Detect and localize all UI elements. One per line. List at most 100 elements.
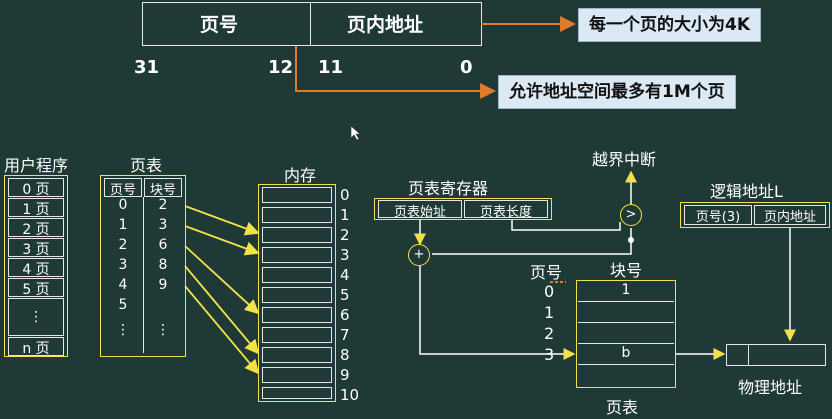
arrow-max-pages bbox=[295, 46, 496, 99]
line-length-to-compare bbox=[511, 220, 621, 231]
right-pt-entry-0: 1 bbox=[578, 282, 674, 302]
memory-index-10: 10 bbox=[340, 386, 360, 404]
pt-page-ellipsis: ⋮ bbox=[116, 322, 130, 338]
max-pages-callout: 允许地址空间最多有1M个页 bbox=[498, 75, 736, 109]
page-size-callout: 每一个页的大小为4K bbox=[578, 8, 762, 42]
user-page-ellipsis: ⋮ bbox=[8, 298, 64, 336]
user-program-title: 用户程序 bbox=[4, 156, 69, 175]
pt-page-3: 3 bbox=[118, 257, 128, 273]
right-pt-col-block: 块号 bbox=[610, 261, 643, 280]
pt-page-1: 1 bbox=[118, 217, 128, 233]
page-offset-field: 页内地址 bbox=[347, 14, 424, 36]
arrow-page2 bbox=[184, 245, 260, 315]
memory-title: 内存 bbox=[284, 166, 317, 185]
pt-page-4: 4 bbox=[118, 277, 128, 293]
line-adder-to-entry bbox=[419, 266, 576, 360]
memory-index-1: 1 bbox=[340, 206, 350, 224]
pt-page-2: 2 bbox=[118, 237, 128, 253]
junction-dot bbox=[628, 237, 634, 243]
bit-12-label: 12 bbox=[268, 57, 294, 78]
logical-offset-field: 页内地址 bbox=[754, 205, 826, 225]
logical-page-field: 页号(3) bbox=[684, 205, 752, 225]
compare-circle: > bbox=[620, 204, 642, 226]
bit-31-label: 31 bbox=[134, 57, 160, 78]
memory-box bbox=[258, 184, 336, 402]
physical-address-divider bbox=[748, 344, 749, 366]
user-page-3: 3 页 bbox=[8, 238, 64, 258]
page-table-header-block: 块号 bbox=[144, 178, 182, 198]
memory-index-4: 4 bbox=[340, 266, 350, 284]
register-title: 页表寄存器 bbox=[408, 179, 489, 198]
physical-address-box bbox=[726, 344, 826, 366]
user-page-2: 2 页 bbox=[8, 218, 64, 238]
logical-address-box bbox=[680, 202, 830, 228]
bit-11-label: 11 bbox=[318, 57, 344, 78]
right-pt-row-3: 3 bbox=[544, 345, 555, 364]
user-page-5: 5 页 bbox=[8, 278, 64, 298]
pt-block-ellipsis: ⋮ bbox=[156, 322, 170, 338]
page-number-field: 页号 bbox=[200, 14, 239, 36]
pt-block-4: 9 bbox=[158, 277, 168, 293]
right-pt-entry-2 bbox=[578, 324, 674, 344]
pt-block-0: 2 bbox=[158, 197, 168, 213]
pt-block-2: 6 bbox=[158, 237, 168, 253]
interrupt-label: 越界中断 bbox=[592, 150, 657, 169]
memory-index-9: 9 bbox=[340, 366, 350, 384]
memory-index-8: 8 bbox=[340, 346, 350, 364]
user-page-0: 0 页 bbox=[8, 178, 64, 198]
memory-block-9 bbox=[262, 367, 332, 383]
right-pt-row-0: 0 bbox=[544, 282, 555, 301]
user-page-1: 1 页 bbox=[8, 198, 64, 218]
arrow-page0 bbox=[184, 205, 260, 236]
memory-index-3: 3 bbox=[340, 246, 350, 264]
pt-page-5: 5 bbox=[118, 297, 128, 313]
pt-block-3: 8 bbox=[158, 257, 168, 273]
physical-address-label: 物理地址 bbox=[738, 378, 803, 397]
mouse-cursor-icon bbox=[350, 125, 361, 144]
right-pt-entry-1 bbox=[578, 303, 674, 323]
arrow-page4 bbox=[184, 285, 260, 375]
user-program-box bbox=[4, 175, 68, 357]
right-pt-entry-3: b bbox=[578, 345, 674, 365]
memory-block-2 bbox=[262, 227, 332, 243]
register-start-field: 页表始址 bbox=[378, 200, 462, 220]
page-table-header-page: 页号 bbox=[104, 178, 142, 198]
arrow-page1 bbox=[184, 225, 260, 256]
address-divider bbox=[310, 2, 311, 46]
memory-index-2: 2 bbox=[340, 226, 350, 244]
adder-circle: + bbox=[408, 244, 430, 266]
user-page-4: 4 页 bbox=[8, 258, 64, 278]
page-table-title: 页表 bbox=[130, 156, 163, 175]
right-pt-col-page: 页号 bbox=[530, 263, 563, 282]
memory-block-8 bbox=[262, 347, 332, 363]
memory-block-1 bbox=[262, 207, 332, 223]
register-box bbox=[374, 198, 552, 220]
memory-block-0 bbox=[262, 187, 332, 203]
user-page-n: n 页 bbox=[8, 337, 64, 357]
memory-index-7: 7 bbox=[340, 326, 350, 344]
right-page-table-box bbox=[576, 280, 676, 388]
memory-index-6: 6 bbox=[340, 306, 350, 324]
pt-column-divider bbox=[143, 197, 144, 353]
pt-page-0: 0 bbox=[118, 197, 128, 213]
memory-block-10 bbox=[262, 387, 332, 399]
right-page-table-caption: 页表 bbox=[606, 398, 639, 417]
arrow-page3 bbox=[184, 265, 260, 355]
memory-block-5 bbox=[262, 287, 332, 303]
page-table-box bbox=[100, 175, 186, 357]
bit-0-label: 0 bbox=[460, 57, 473, 78]
right-pt-row-1: 1 bbox=[544, 303, 555, 322]
right-pt-row-2: 2 bbox=[544, 324, 555, 343]
memory-block-4 bbox=[262, 267, 332, 283]
adder-symbol: + bbox=[413, 247, 425, 262]
line-page-to-adder bbox=[432, 240, 632, 255]
memory-block-7 bbox=[262, 327, 332, 343]
register-length-field: 页表长度 bbox=[464, 200, 548, 220]
memory-block-6 bbox=[262, 307, 332, 323]
pt-block-1: 3 bbox=[158, 217, 168, 233]
memory-index-0: 0 bbox=[340, 186, 350, 204]
compare-symbol: > bbox=[625, 207, 637, 222]
logical-address-label: 逻辑地址L bbox=[710, 182, 783, 201]
memory-index-5: 5 bbox=[340, 286, 350, 304]
